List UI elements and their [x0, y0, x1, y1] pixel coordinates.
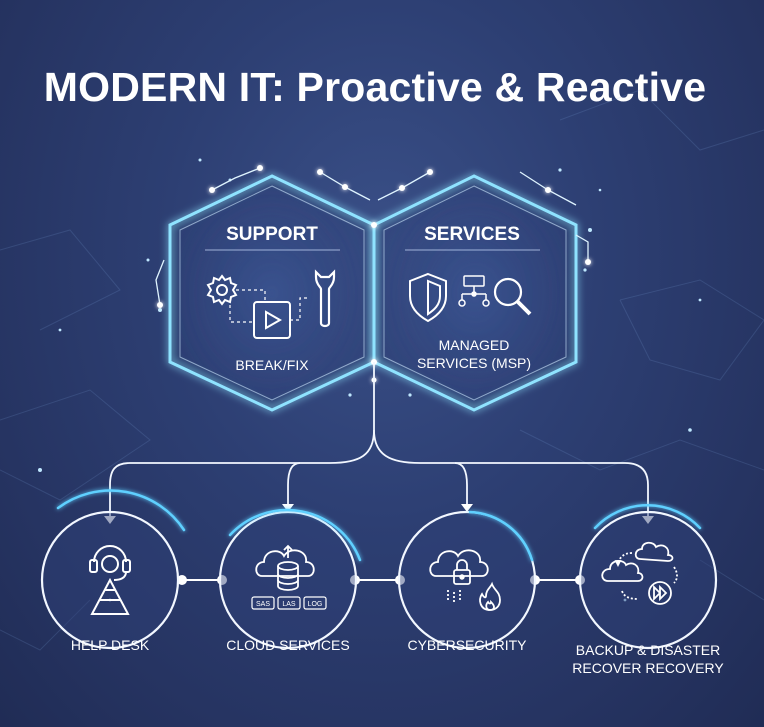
- connector-arrowheads: [104, 504, 654, 524]
- headset-icon: [89, 545, 131, 615]
- service-node-help-desk: [40, 489, 186, 650]
- network-icon: [458, 275, 490, 307]
- gear-icon: [206, 274, 238, 306]
- help-desk-label: HELP DESK: [71, 637, 150, 653]
- service-node-cloud-services: SAS LAS LOG: [218, 508, 362, 650]
- cloud-tag-sas: SAS: [256, 601, 270, 608]
- workflow-connectors: [229, 289, 310, 323]
- shield-icon: [409, 272, 447, 323]
- hexagon-circuit-dots: [157, 165, 591, 383]
- service-node-backup: [578, 504, 718, 650]
- services-heading: SERVICES: [424, 224, 520, 245]
- services-caption-line-1: MANAGED: [439, 337, 510, 353]
- services-caption-line-2: SERVICES (MSP): [417, 355, 531, 371]
- play-icon: [253, 301, 291, 339]
- cloud-lock-icon: [429, 549, 489, 602]
- cloud-tags: SAS LAS LOG: [251, 596, 327, 610]
- support-heading: SUPPORT: [226, 224, 318, 245]
- hexagon-support: SUPPORT BREAK/FIX: [168, 174, 376, 412]
- cloud-tag-las: LAS: [282, 601, 296, 608]
- cybersecurity-label: CYBERSECURITY: [407, 637, 527, 653]
- background-network: [0, 89, 764, 651]
- cloud-services-label: CLOUD SERVICES: [226, 637, 349, 653]
- connector-lines: [109, 362, 649, 520]
- cloud-tag-log: LOG: [308, 601, 323, 608]
- backup-label-line-1: BACKUP & DISASTER: [576, 642, 720, 658]
- fire-icon: [479, 581, 501, 611]
- service-node-cybersecurity: [397, 510, 537, 650]
- backup-label-line-2: RECOVER RECOVERY: [572, 660, 724, 676]
- cloud-sync-icon: [601, 541, 678, 605]
- cloud-database-icon: [255, 544, 315, 591]
- hexagon-services: SERVICES MANAGED SERVICES (MSP): [372, 174, 578, 412]
- search-icon: [493, 277, 532, 316]
- wrench-icon: [314, 269, 336, 328]
- page-title: MODERN IT: Proactive & Reactive: [43, 64, 707, 110]
- support-caption: BREAK/FIX: [235, 357, 309, 373]
